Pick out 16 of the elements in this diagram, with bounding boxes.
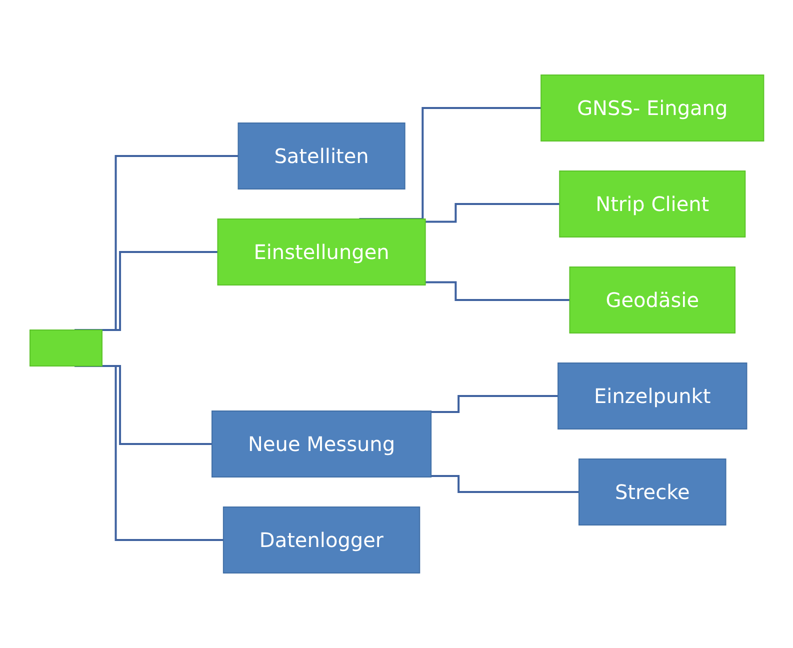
node-box: Geodäsie [568, 266, 736, 334]
node-box: Neue Messung [211, 410, 432, 478]
node-box: Ntrip Client [558, 170, 746, 238]
node-box: Datenlogger [222, 506, 420, 574]
node-box: Satelliten [237, 122, 405, 190]
node-box: Einzelpunkt [557, 362, 747, 430]
connector [74, 155, 238, 331]
node-box: Einstellungen [216, 218, 426, 286]
connector [430, 395, 558, 414]
node-box [29, 330, 102, 366]
node-box: GNSS- Eingang [540, 74, 764, 142]
connector [424, 281, 570, 301]
connector [358, 107, 541, 220]
connector [424, 203, 560, 223]
node-box: Strecke [578, 458, 726, 526]
connector [430, 474, 579, 493]
